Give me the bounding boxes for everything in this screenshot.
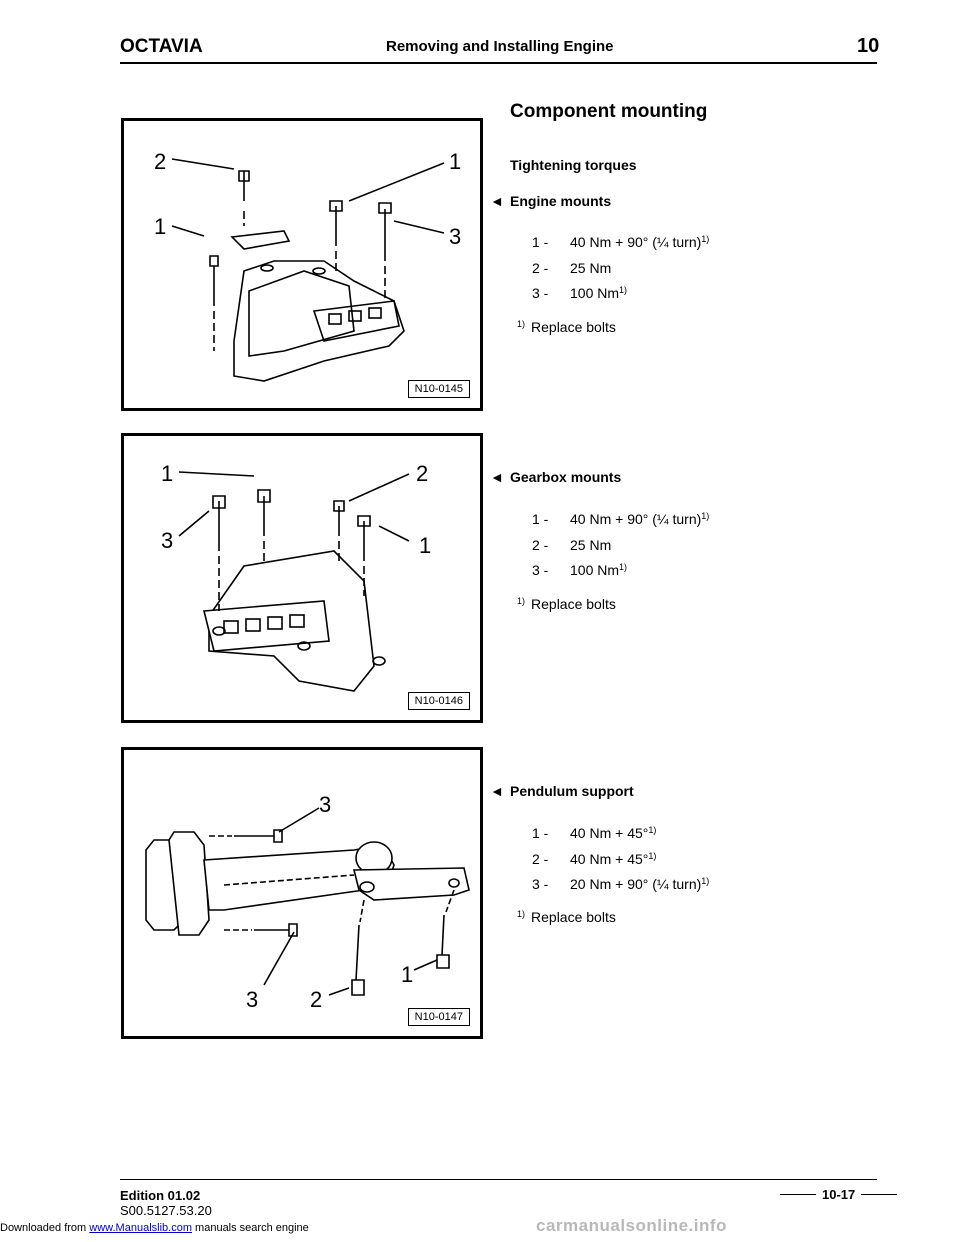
gearbox-callout-a: 1 (161, 461, 173, 486)
gearbox-callout-b: 2 (416, 461, 428, 486)
pendulum-support-drawing (145, 829, 470, 996)
pendulum-support-figure: 3 1 3 2 N10-0147 (121, 747, 483, 1039)
pendulum-note: 1)Replace bolts (517, 909, 616, 925)
watermark-text: carmanualsonline.info (536, 1216, 727, 1235)
pendulum-figure-label: N10-0147 (407, 1008, 470, 1026)
engine-mounts-title: Engine mounts (510, 193, 612, 209)
manualslib-link[interactable]: www.Manualslib.com (89, 1222, 192, 1234)
gearbox-callout-c: 3 (161, 528, 173, 553)
engine-mount-drawing (209, 170, 405, 382)
engine-figure-label: N10-0145 (407, 380, 470, 398)
header-chapter: 10 (857, 35, 880, 57)
engine-mounts-heading: ◄ Engine mounts (490, 193, 612, 211)
gearbox-mounts-title: Gearbox mounts (510, 469, 622, 485)
gearbox-arrow-icon: ◄ (490, 469, 504, 485)
engine-callout-b: 1 (154, 214, 166, 239)
gearbox-callout-d: 1 (419, 533, 431, 558)
gearbox-note: 1)Replace bolts (517, 596, 616, 612)
footer-page-number: 10-17 (780, 1187, 898, 1202)
torques-subheading: Tightening torques (510, 157, 637, 173)
engine-callout-c: 1 (449, 149, 461, 174)
footer-edition: Edition 01.02 (120, 1188, 201, 1203)
engine-callout-a: 2 (154, 149, 166, 174)
header-model: OCTAVIA (120, 36, 203, 57)
pendulum-support-heading: ◄ Pendulum support (490, 783, 634, 801)
pendulum-support-title: Pendulum support (510, 783, 634, 799)
pendulum-callout-d: 2 (310, 987, 322, 1012)
download-notice: Downloaded from www.Manualslib.com manua… (0, 1222, 309, 1234)
footer-rule (120, 1179, 877, 1180)
header-rule (120, 62, 877, 64)
engine-note: 1)Replace bolts (517, 319, 616, 335)
engine-mount-figure: 2 1 1 3 N10-0145 (121, 118, 483, 411)
engine-callout-d: 3 (449, 224, 461, 249)
section-title: Component mounting (510, 101, 708, 122)
pendulum-callout-a: 3 (319, 792, 331, 817)
page-dash-right (861, 1194, 898, 1195)
footer-code: S00.5127.53.20 (120, 1203, 212, 1218)
pendulum-arrow-icon: ◄ (490, 783, 504, 799)
engine-arrow-icon: ◄ (490, 193, 504, 209)
gearbox-figure-label: N10-0146 (407, 692, 470, 710)
header-title: Removing and Installing Engine (386, 38, 614, 55)
gearbox-mounts-heading: ◄ Gearbox mounts (490, 469, 622, 487)
gearbox-mount-figure: 1 2 3 1 N10-0146 (121, 433, 483, 723)
pendulum-callout-c: 3 (246, 987, 258, 1012)
pendulum-callout-b: 1 (401, 962, 413, 987)
page-dash-left (780, 1194, 816, 1195)
gearbox-mount-drawing (202, 489, 386, 692)
